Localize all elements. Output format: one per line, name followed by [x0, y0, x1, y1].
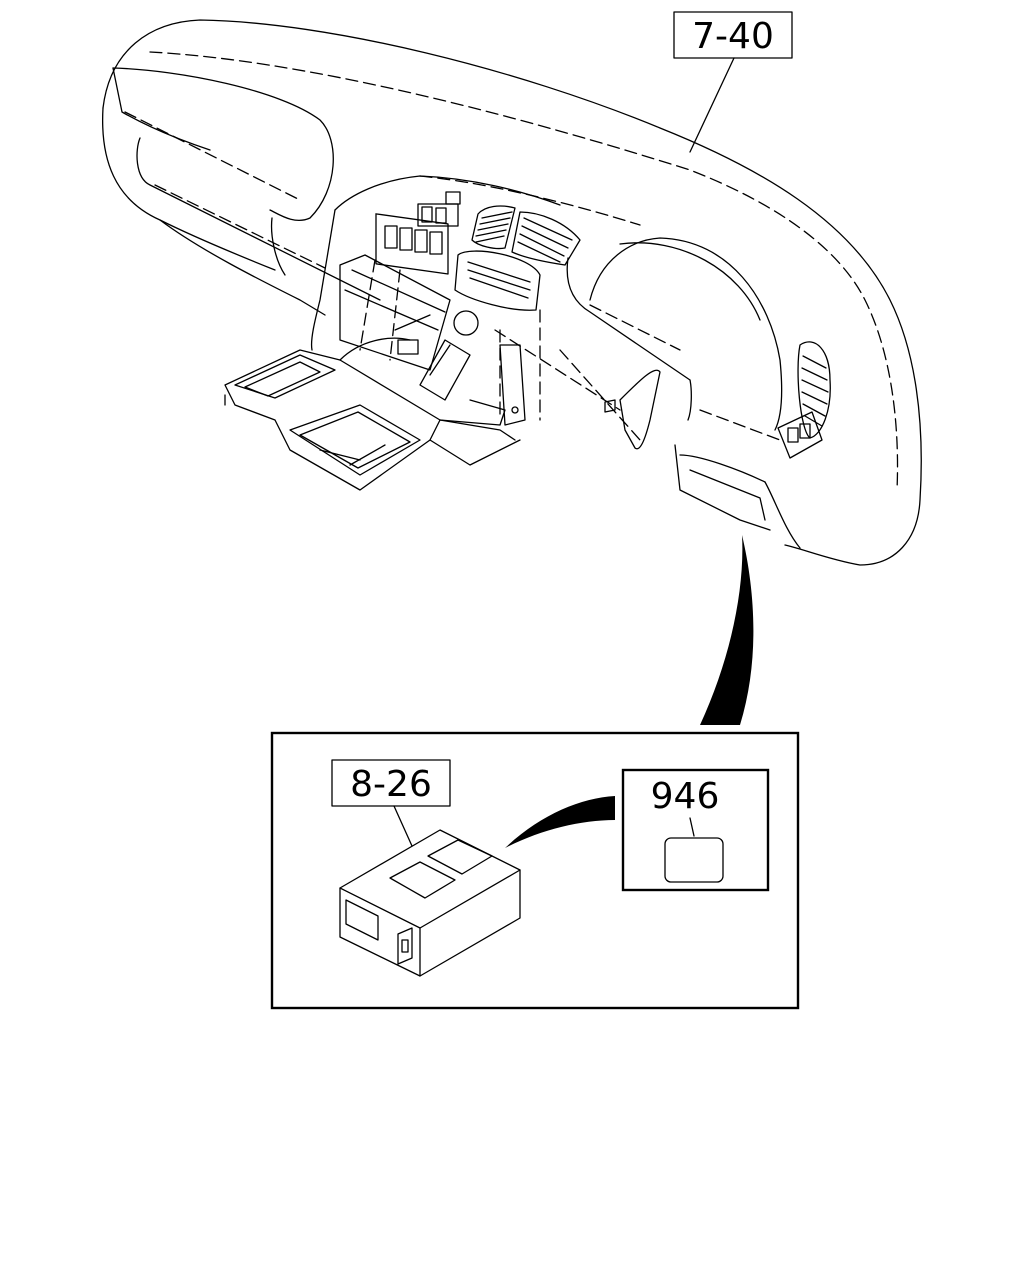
callout-dashboard-label: 7-40 [692, 16, 774, 57]
callout-unit: 8-26 [331, 759, 451, 847]
callout-dashboard: 7-40 [673, 11, 793, 153]
part-leader-wedge [505, 796, 615, 848]
detail-leader-wedge [700, 535, 754, 725]
control-unit [339, 829, 521, 977]
callout-unit-label: 8-26 [350, 764, 432, 805]
part-box: 946 [621, 768, 770, 892]
detail-box: 8-26 946 [270, 731, 800, 1010]
part-number-label: 946 [651, 776, 720, 817]
dashboard-assembly [101, 19, 922, 566]
